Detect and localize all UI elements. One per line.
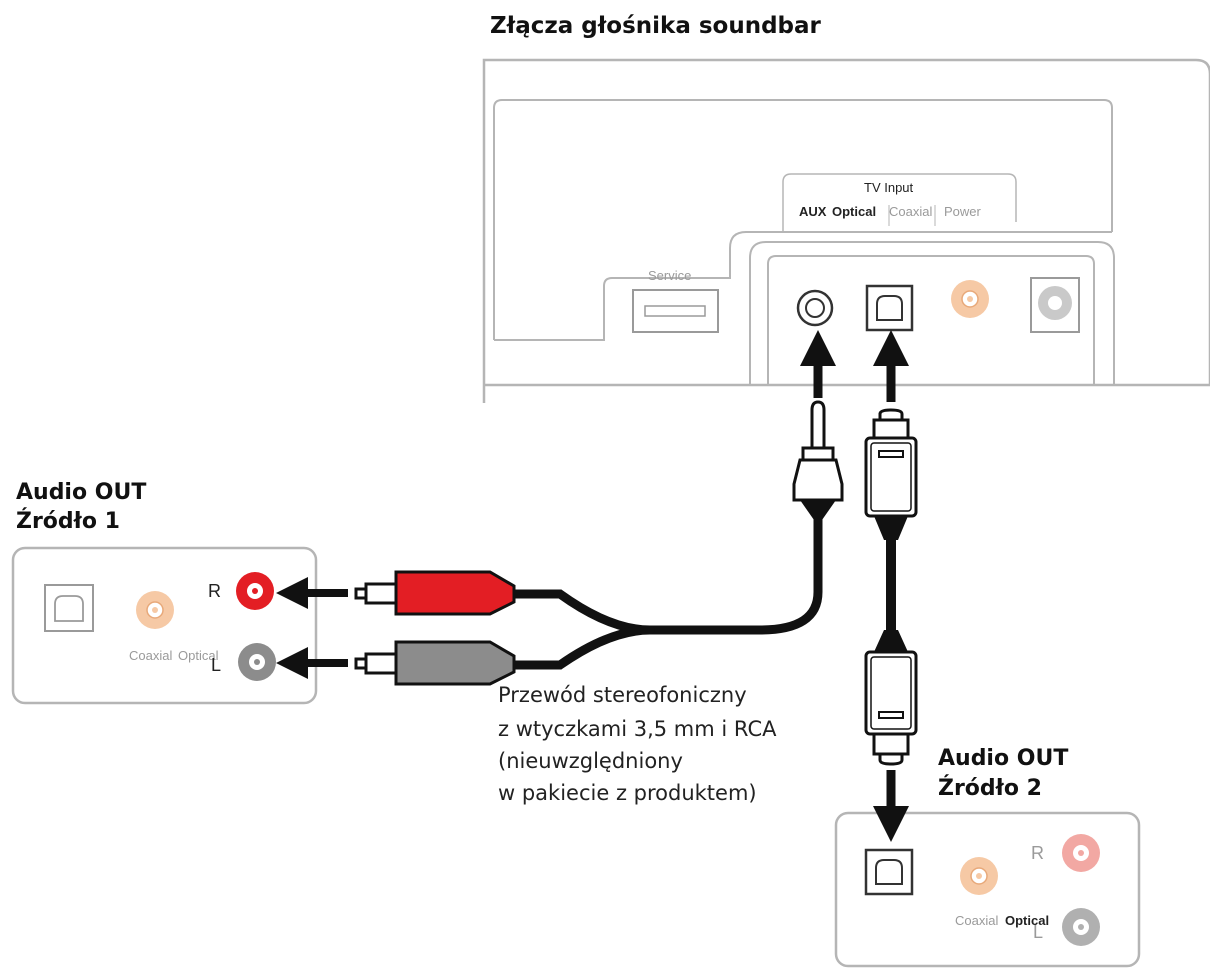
aux-jack [796,289,834,327]
diagram-title: Złącza głośnika soundbar [490,13,822,39]
power-port [1030,277,1080,333]
cable-caption-line3: (nieuwzględniony [498,749,683,773]
source2-r-label: R [1031,843,1044,863]
source1-rca-left-jack [238,643,276,681]
rca-plug-grey [354,640,516,686]
soundbar-coaxial-label: Coaxial [889,204,932,219]
optical-plug-top [864,408,918,540]
service-usb-port [632,289,719,333]
source2-rca-right-jack [1062,834,1100,872]
source1-subheading: Źródło 1 [16,508,120,534]
rca-plug-red [354,570,516,616]
source1-rca-right-jack [236,572,274,610]
cable-caption-line2: z wtyczkami 3,5 mm i RCA [498,717,777,741]
service-label: Service [648,268,691,283]
cable-caption-line1: Przewód stereofoniczny [498,683,747,707]
source1-coaxial-label: Coaxial [129,648,172,663]
aux-label: AUX [799,204,827,219]
source1-optical-label: Optical [178,648,219,663]
jack-3-5mm-plug [792,400,844,520]
source2-optical-port [864,848,914,896]
source2-subheading: Źródło 2 [938,775,1042,801]
power-label: Power [944,204,982,219]
source1-heading: Audio OUT [16,480,146,505]
source1-l-label: L [211,655,221,675]
soundbar-optical-port [865,284,914,332]
optical-plug-bottom [864,630,918,766]
soundbar-coaxial-port [951,280,989,318]
cable-caption-line4: w pakiecie z produktem) [498,781,757,805]
source2-coaxial-port [960,857,998,895]
source1-r-label: R [208,581,221,601]
source1-optical-port [44,584,94,632]
source2-rca-left-jack [1062,908,1100,946]
stereo-cable [507,495,823,670]
source2-coaxial-label: Coaxial [955,913,998,928]
soundbar-optical-label: Optical [832,204,876,219]
source2-heading: Audio OUT [938,746,1068,771]
tv-input-label: TV Input [864,180,914,195]
source2-optical-label: Optical [1005,913,1049,928]
source1-coaxial-port [136,591,174,629]
source2-l-label: L [1033,922,1043,942]
soundbar-panel [482,58,1210,403]
